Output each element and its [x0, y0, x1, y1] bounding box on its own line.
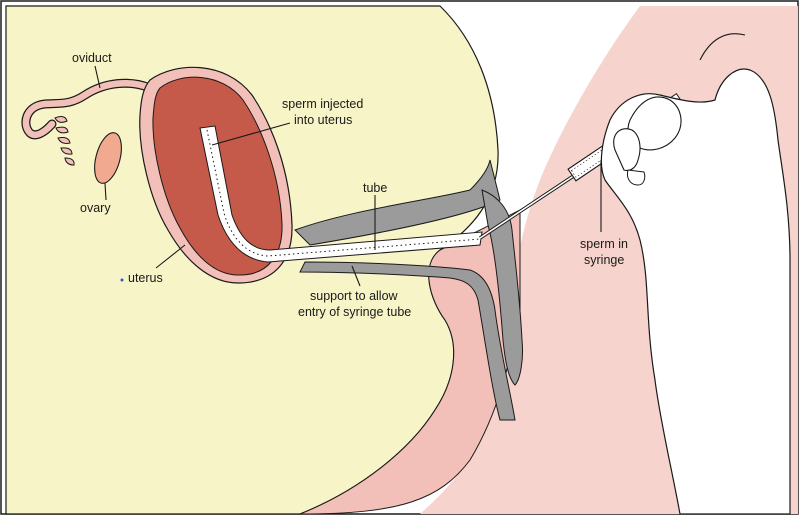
label-sperm-injected-2: into uterus: [294, 113, 352, 127]
label-sperm-injected-1: sperm injected: [282, 97, 363, 111]
sperm-in-tube: [206, 129, 481, 257]
sperm-injected-leader: [211, 122, 291, 146]
label-uterus: uterus: [128, 271, 163, 285]
uterus-leader: [155, 244, 186, 269]
fimbriae: [54, 116, 75, 166]
hand: [600, 68, 791, 515]
speculum-upper-blade: [294, 159, 501, 246]
fingernail: [627, 169, 646, 186]
ovary-shape: [94, 132, 122, 184]
label-sperm-syringe-2: syringe: [584, 253, 624, 267]
wrist-line: [699, 33, 746, 61]
speculum-lower-blade: [299, 261, 516, 421]
label-oviduct: oviduct: [72, 51, 112, 65]
label-support-2: entry of syringe tube: [298, 305, 411, 319]
ovary-leader: [104, 182, 107, 201]
syringe-needle-bore: [479, 174, 576, 239]
support-leader: [351, 265, 361, 287]
label-support-1: support to allow: [310, 289, 399, 303]
uterus-dot: [120, 278, 124, 282]
label-ovary: ovary: [80, 201, 111, 215]
oviduct-tube: [22, 80, 154, 139]
speculum-handle: [481, 189, 523, 386]
oviduct-leader: [94, 65, 101, 89]
label-sperm-syringe-1: sperm in: [580, 237, 628, 251]
label-tube: tube: [363, 181, 387, 195]
finger: [613, 128, 641, 172]
